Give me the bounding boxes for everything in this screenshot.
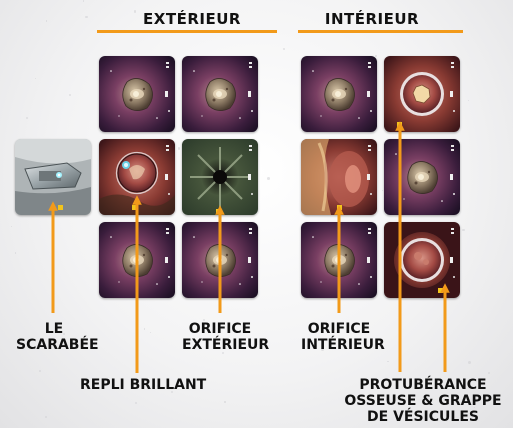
background-speck	[26, 117, 29, 120]
background-speck	[375, 55, 377, 57]
background-speck	[14, 252, 17, 254]
background-speck	[45, 20, 48, 22]
background-speck	[461, 228, 465, 232]
background-speck	[177, 147, 181, 150]
heading-exterior: EXTÉRIEUR	[143, 10, 241, 28]
background-speck	[45, 416, 48, 418]
background-speck	[133, 10, 137, 14]
tile-exterior-6[interactable]	[182, 222, 258, 298]
label-protuberance-line-2: OSSEUSE & GRAPPE	[344, 393, 502, 409]
background-speck	[134, 401, 138, 405]
label-shiny-fold: REPLI BRILLANT	[80, 377, 207, 393]
label-scarab-line-1: LE	[44, 321, 64, 337]
tile-exterior-5[interactable]	[99, 222, 175, 298]
background-speck	[467, 100, 469, 102]
label-orifice-interior-line-1: ORIFICE	[307, 321, 371, 337]
background-speck	[488, 372, 491, 374]
background-speck	[34, 78, 36, 80]
tile-protuberance-2[interactable]	[384, 222, 460, 298]
background-speck	[170, 390, 174, 394]
background-speck	[38, 370, 41, 372]
background-speck	[68, 94, 71, 97]
background-speck	[283, 48, 286, 51]
background-speck	[143, 328, 146, 330]
tile-exterior-2[interactable]	[182, 56, 258, 132]
background-speck	[63, 333, 66, 336]
label-orifice-interior-line-2: INTÉRIEUR	[301, 337, 385, 353]
background-speck	[266, 177, 270, 180]
background-speck	[474, 407, 476, 409]
background-speck	[149, 332, 151, 334]
background-speck	[381, 189, 383, 191]
tile-orifice-interior[interactable]	[301, 139, 377, 215]
label-orifice-exterior-line-1: ORIFICE	[188, 321, 252, 337]
heading-interior-underline	[298, 30, 463, 33]
label-orifice-exterior: ORIFICE EXTÉRIEUR	[182, 321, 270, 353]
tile-shiny-fold[interactable]	[99, 139, 175, 215]
label-protuberance-line-1: PROTUBÉRANCE	[359, 377, 487, 393]
label-protuberance: PROTUBÉRANCE OSSEUSE & GRAPPE DE VÉSICUL…	[335, 377, 511, 425]
background-speck	[468, 361, 471, 365]
tile-scarab[interactable]	[15, 139, 91, 215]
tile-exterior-1[interactable]	[99, 56, 175, 132]
background-speck	[320, 348, 324, 352]
background-speck	[10, 225, 12, 227]
background-speck	[387, 360, 389, 363]
label-scarab-line-2: SCARABÉE	[16, 337, 99, 353]
tile-interior-4[interactable]	[384, 139, 460, 215]
background-speck	[224, 401, 226, 403]
heading-exterior-underline	[97, 30, 277, 33]
tile-interior-1[interactable]	[301, 56, 377, 132]
background-speck	[202, 318, 206, 321]
label-scarab: LE SCARABÉE	[16, 321, 99, 353]
tile-interior-5[interactable]	[301, 222, 377, 298]
background-speck	[85, 15, 88, 19]
heading-interior: INTÉRIEUR	[324, 10, 420, 28]
label-orifice-exterior-line-2: EXTÉRIEUR	[182, 337, 270, 353]
background-speck	[83, 0, 85, 2]
background-speck	[221, 352, 224, 355]
tile-orifice-exterior[interactable]	[182, 139, 258, 215]
label-orifice-interior: ORIFICE INTÉRIEUR	[301, 321, 385, 353]
label-protuberance-line-3: DE VÉSICULES	[367, 409, 479, 425]
tile-protuberance-1[interactable]	[384, 56, 460, 132]
